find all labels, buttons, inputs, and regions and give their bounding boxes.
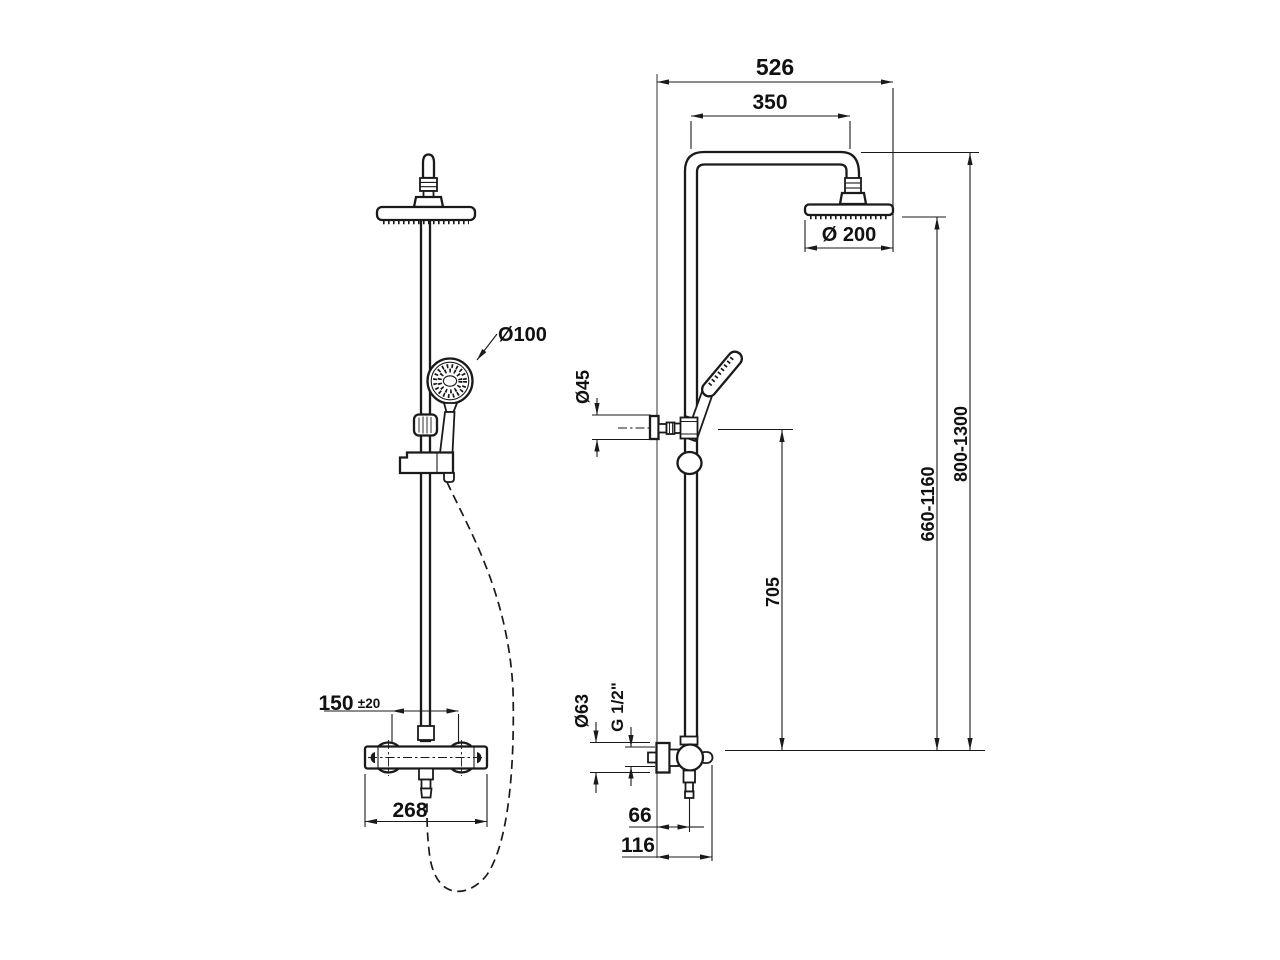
dim-label-wall-to-outlet: 66 [628, 804, 651, 827]
hose-outlet-side [682, 769, 696, 784]
rail-collar-side [679, 735, 699, 746]
hose-outlet-front [418, 767, 434, 781]
dim-height-to-head: 660-1160 [902, 216, 946, 750]
hand-shower-handle [438, 411, 456, 454]
dim-label-bracket-diameter: Ø45 [573, 370, 593, 404]
nozzle-ring-inner [437, 368, 463, 394]
riser-and-arm-side [683, 150, 861, 737]
hand-shower-side [679, 350, 744, 443]
front-view: 150 ±20 268 Ø100 [318, 153, 547, 893]
dim-inlet-spacing: 150 ±20 [318, 692, 460, 744]
dim-label-valve-width: 268 [392, 799, 427, 822]
dim-flange-diameter: Ø63 [572, 694, 650, 793]
wall-flange [655, 741, 671, 774]
valve-body-side [675, 743, 705, 772]
dim-label-inlet-spacing: 150 [318, 692, 353, 715]
ball-joint-side [676, 450, 703, 476]
side-view: 526 350 Ø 200 705 660-1160 [572, 54, 985, 861]
dim-head-diameter: Ø 200 [804, 220, 893, 252]
wall-bracket-side [618, 414, 682, 441]
hand-shower-front [426, 357, 474, 454]
dim-valve-to-bracket: 705 [718, 428, 793, 750]
dim-label-overall-height: 800-1300 [951, 406, 971, 482]
rail-collar-front [417, 725, 435, 741]
dim-label-thread-size: G 1/2" [608, 682, 627, 732]
dim-label-height-to-head: 660-1160 [918, 466, 938, 541]
dim-label-wall-to-front: 116 [621, 834, 655, 857]
dim-wall-to-outlet: 66 [628, 798, 704, 832]
dim-bracket-diameter: Ø45 [573, 370, 651, 457]
dim-valve-width: 268 [364, 774, 488, 827]
shower-hose [426, 481, 515, 893]
top-connector-front [412, 153, 445, 209]
dim-label-hand-shower-diameter: Ø100 [498, 324, 547, 346]
dim-wall-to-front: 116 [621, 765, 713, 861]
slider-sleeve-side [679, 416, 699, 440]
nozzle-ring-outer [433, 364, 467, 398]
dim-arm-reach: 350 [690, 91, 851, 149]
dim-label-inlet-tolerance: ±20 [358, 696, 380, 711]
overhead-shower-front [375, 205, 477, 225]
label-hand-shower-diameter: Ø100 [476, 324, 547, 361]
dim-overall-height: 800-1300 [861, 151, 979, 750]
dim-top-width: 526 [657, 54, 894, 252]
dim-label-flange-diameter: Ø63 [572, 694, 592, 728]
overhead-shower-side [803, 203, 895, 220]
rail-front [419, 217, 432, 743]
head-connector-side [838, 177, 868, 206]
dim-label-valve-to-bracket: 705 [763, 577, 783, 607]
dim-label-head-diameter: Ø 200 [822, 224, 876, 246]
thermostatic-valve-front [363, 725, 489, 799]
hand-shower-neck [442, 402, 459, 413]
thermostatic-valve-side [647, 735, 714, 799]
dim-label-top-width: 526 [756, 54, 794, 80]
dim-thread-size: G 1/2" [608, 682, 655, 786]
dim-label-arm-reach: 350 [752, 91, 787, 114]
slider-bracket-front [398, 451, 455, 483]
wall-bracket-knob-front [412, 413, 439, 437]
